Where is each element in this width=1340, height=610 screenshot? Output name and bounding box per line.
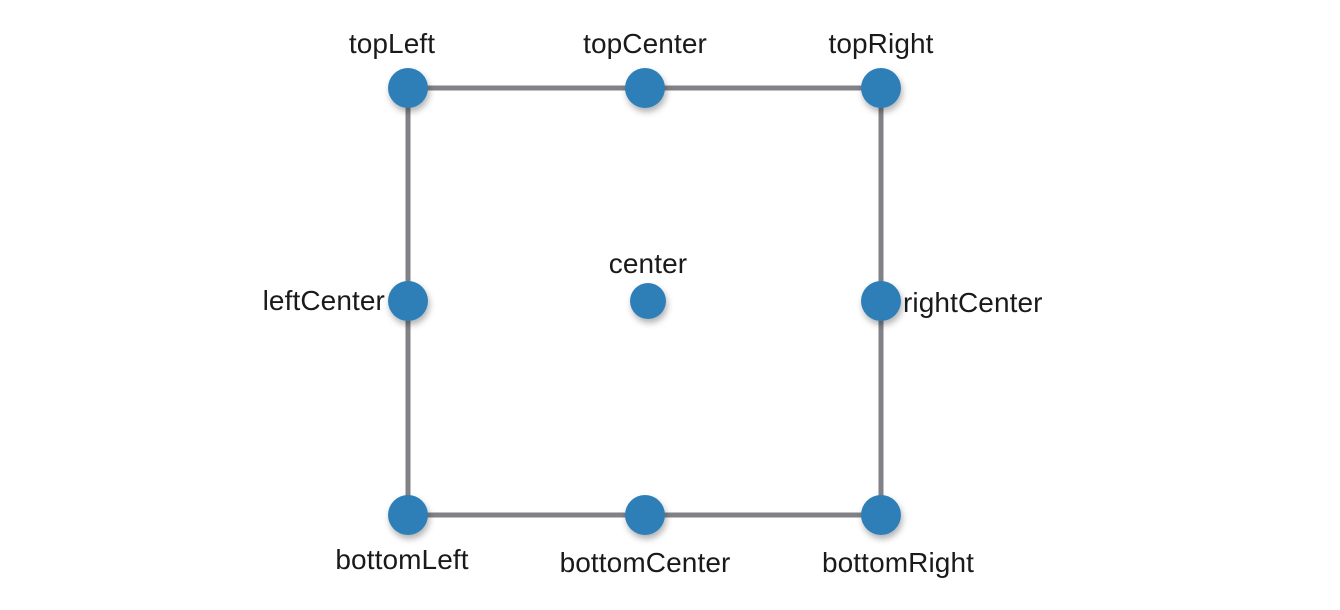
nodes-layer	[388, 68, 901, 535]
node-label-leftCenter: leftCenter	[262, 285, 385, 316]
node-label-topLeft: topLeft	[348, 28, 436, 59]
node-label-rightCenter: rightCenter	[903, 287, 1043, 318]
graph-node-bottomCenter[interactable]	[625, 495, 665, 535]
graph-node-bottomRight[interactable]	[861, 495, 901, 535]
graph-node-topLeft[interactable]	[388, 68, 428, 108]
node-label-topCenter: topCenter	[583, 28, 707, 59]
graph-node-topCenter[interactable]	[625, 68, 665, 108]
node-label-bottomRight: bottomRight	[821, 547, 975, 578]
node-label-topRight: topRight	[828, 28, 934, 59]
graph-node-rightCenter[interactable]	[861, 281, 901, 321]
node-label-bottomLeft: bottomLeft	[335, 544, 469, 575]
node-label-bottomCenter: bottomCenter	[559, 547, 731, 578]
graph-node-center[interactable]	[630, 283, 666, 319]
graph-node-leftCenter[interactable]	[388, 281, 428, 321]
graph-node-bottomLeft[interactable]	[388, 495, 428, 535]
node-label-center: center	[608, 248, 688, 279]
edges-layer	[405, 85, 884, 518]
graph-node-topRight[interactable]	[861, 68, 901, 108]
